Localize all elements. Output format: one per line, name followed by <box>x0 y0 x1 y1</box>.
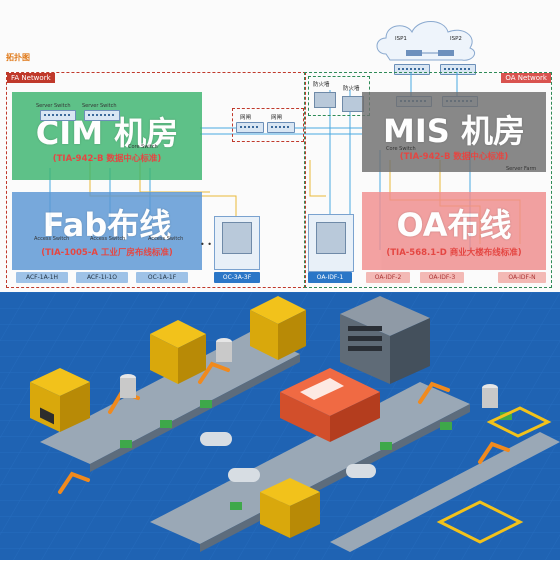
oa-network-label: OA Network <box>501 73 551 83</box>
oa-node-1: OA-IDF-1 <box>308 272 352 283</box>
gateway-1-label: 网闸 <box>240 115 252 121</box>
fa-network-label: FA Network <box>7 73 55 83</box>
fab-node-3: OC-1A-1F <box>136 272 188 283</box>
mis-zone: MIS 机房 (TIA-942-B 数据中心标准) <box>362 92 546 172</box>
server-rack-icon-oa <box>316 222 346 254</box>
oa-zone-title: OA布线 <box>396 206 512 244</box>
oa-node-3: OA-IDF-3 <box>420 272 464 283</box>
server-switch-2-label: Server Switch <box>82 103 117 109</box>
oa-zone: OA布线 (TIA-568.1-D 商业大楼布线标准) <box>362 192 546 270</box>
fab-node-1: ACF-1A-1H <box>16 272 68 283</box>
firewall-2-label: 防火墙 <box>343 86 360 92</box>
isp2-label: ISP2 <box>450 36 462 42</box>
isp-router-2 <box>440 64 476 75</box>
core-switch-fa-label: Core Switch <box>128 144 158 150</box>
gateway-box <box>232 108 304 142</box>
isp-router-1 <box>394 64 430 75</box>
yellow-machine-3 <box>250 296 306 360</box>
mis-zone-subtitle: (TIA-942-B 数据中心标准) <box>399 152 509 162</box>
server-switch-2 <box>84 110 120 121</box>
server-rack-machine <box>340 296 430 384</box>
fab-node-2: ACF-1I-1O <box>76 272 128 283</box>
server-switch-1-label: Server Switch <box>36 103 71 109</box>
topology-diagram: 拓扑图 ISP1 ISP2 FA Network OA Network <box>6 21 552 288</box>
fab-zone-title: Fab布线 <box>42 206 172 244</box>
firewall-1-label: 防火墙 <box>313 82 330 88</box>
ellipsis: • • • <box>200 240 220 249</box>
oa-node-4: OA-IDF-N <box>498 272 546 283</box>
gateway-2 <box>267 122 295 133</box>
yellow-frames <box>436 406 552 544</box>
fab-access-switch-2-label: Access Switch <box>90 236 126 242</box>
gateway-1 <box>236 122 264 133</box>
gateway-2-label: 网闸 <box>271 115 283 121</box>
isp1-label: ISP1 <box>395 36 407 42</box>
server-switch-1 <box>40 110 76 121</box>
yellow-machine-1 <box>30 368 90 432</box>
firewall-1-icon <box>314 92 336 108</box>
diagram-title: 拓扑图 <box>6 53 30 62</box>
fab-access-switch-1-label: Access Switch <box>34 236 70 242</box>
server-rack-icon-fab <box>222 222 252 254</box>
red-press-machine <box>280 368 380 442</box>
cim-zone: CIM 机房 (TIA-942-B 数据中心标准) <box>12 92 202 180</box>
fab-zone: Fab布线 (TIA-1005-A 工业厂房布线标准) <box>12 192 202 270</box>
fab-node-4: OC-3A-3F <box>214 272 260 283</box>
core-switch-oa-label: Core Switch <box>386 146 416 152</box>
fab-access-switch-3-label: Access Switch <box>148 236 184 242</box>
fab-zone-subtitle: (TIA-1005-A 工业厂房布线标准) <box>41 248 173 258</box>
firewall-2-icon <box>342 96 364 112</box>
smart-factory-illustration <box>0 292 560 560</box>
internet-cloud-icon <box>376 21 475 61</box>
factory-isometric-scene <box>0 292 560 560</box>
yellow-machine-2 <box>150 320 206 384</box>
oa-network-region: OA Network <box>304 72 552 288</box>
server-farm-label: Server Farm <box>506 166 537 172</box>
cim-zone-subtitle: (TIA-942-B 数据中心标准) <box>52 154 162 164</box>
storage-tanks <box>120 338 498 408</box>
oa-zone-subtitle: (TIA-568.1-D 商业大楼布线标准) <box>386 248 522 258</box>
fa-network-region: FA Network <box>6 72 306 288</box>
mis-zone-title: MIS 机房 <box>383 112 525 150</box>
oa-node-2: OA-IDF-2 <box>366 272 410 283</box>
roller-units <box>200 432 376 482</box>
yellow-machine-4 <box>260 478 320 538</box>
